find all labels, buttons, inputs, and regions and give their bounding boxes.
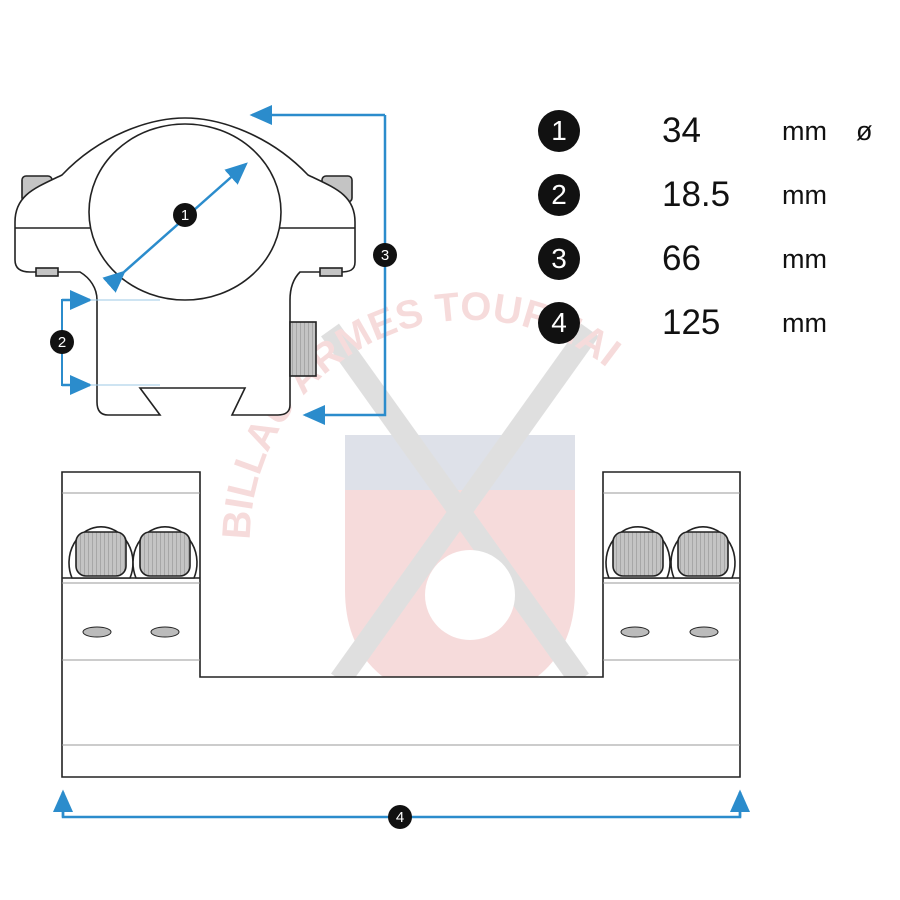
legend-value: 66 [662,239,701,278]
legend-value: 125 [662,303,721,342]
callout-2: 2 [50,330,74,354]
svg-text:3: 3 [381,247,389,264]
legend-unit: mm [782,115,827,146]
legend-row-3: 3 66 mm [538,237,827,281]
legend-row-2: 2 18.5 mm [538,173,827,217]
legend-badge: 1 [538,110,580,152]
legend-badge: 2 [538,174,580,216]
mount-top-view [61,471,741,778]
legend-row-1: 1 34 mm ø [538,109,873,153]
legend-unit: mm [782,243,827,274]
callout-3: 3 [373,243,397,267]
svg-text:1: 1 [181,207,189,224]
diameter-symbol: ø [856,115,873,146]
callout-4: 4 [388,805,412,829]
legend-unit: mm [782,307,827,338]
svg-text:2: 2 [58,334,66,351]
callout-1: 1 [173,203,197,227]
dimension-3-line [302,115,387,425]
legend-badge: 3 [538,238,580,280]
ring-side-view [14,117,356,416]
legend-row-4: 4 125 mm [538,301,827,345]
svg-text:4: 4 [396,809,404,826]
legend-unit: mm [782,179,827,210]
legend-badge: 4 [538,302,580,344]
legend-value: 34 [662,111,701,150]
legend-value: 18.5 [662,175,731,214]
